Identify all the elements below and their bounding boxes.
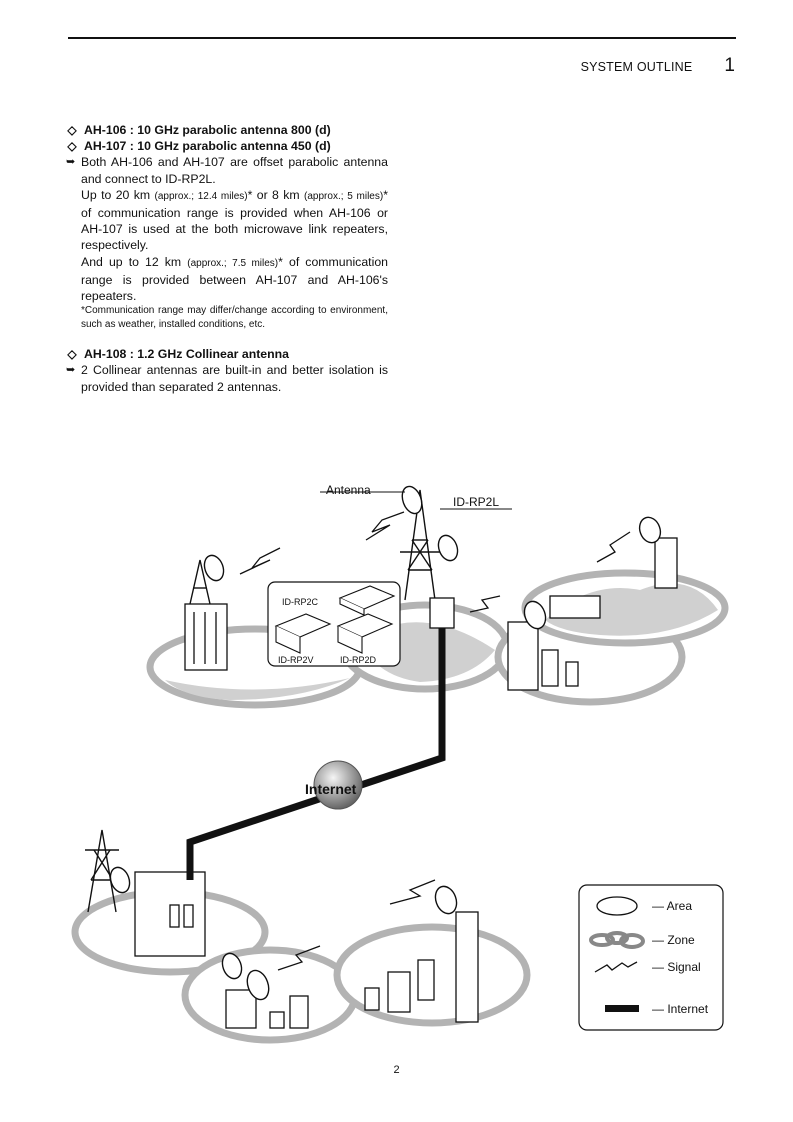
antenna-dish-icons: [109, 485, 662, 1001]
label-idrp2l: ID-RP2L: [453, 495, 499, 509]
paragraph-ah108: ➥ 2 Collinear antennas are built-in and …: [66, 362, 388, 394]
arrow-bullet-icon: ➥: [66, 364, 76, 377]
text: * of communication range is provided bet…: [81, 254, 388, 304]
text-small: (approx.; 12.4 miles): [154, 190, 248, 202]
text-small: (approx.; 5 miles): [304, 190, 384, 202]
paragraph-body: Both AH-106 and AH-107 are offset parabo…: [81, 154, 388, 332]
legend-internet: — Internet: [652, 1002, 709, 1016]
text-column: ◇ AH-106 : 10 GHz parabolic antenna 800 …: [66, 122, 388, 395]
header-rule: [68, 37, 736, 39]
diamond-bullet-icon: ◇: [67, 347, 77, 362]
paragraph-body: 2 Collinear antennas are built-in and be…: [81, 363, 388, 394]
text: * of communication range is provided whe…: [81, 187, 388, 253]
paragraph-ah106-ah107: ➥ Both AH-106 and AH-107 are offset para…: [66, 154, 388, 332]
text: * or 8 km: [247, 187, 305, 202]
signal-symbol: [594, 961, 638, 973]
legend-area: — Area: [652, 899, 692, 913]
towers: [85, 489, 440, 913]
legend-signal: — Signal: [652, 960, 701, 974]
diamond-bullet-icon: ◇: [67, 139, 77, 154]
ah108-heading-text: AH-108 : 1.2 GHz Collinear antenna: [84, 347, 290, 362]
ah107-heading-text: AH-107 : 10 GHz parabolic antenna 450 (d…: [84, 139, 331, 154]
area-symbol: [596, 896, 638, 916]
ah106-heading-text: AH-106 : 10 GHz parabolic antenna 800 (d…: [84, 123, 331, 137]
diamond-bullet-icon: ◇: [67, 123, 77, 137]
label-idrp2c: ID-RP2C: [282, 597, 319, 607]
text-small: (approx.; 7.5 miles): [187, 257, 279, 269]
paragraph-line: Up to 20 km (approx.; 12.4 miles)* or 8 …: [81, 187, 388, 254]
section-number: 1: [724, 55, 735, 76]
section-title: SYSTEM OUTLINE: [580, 60, 693, 74]
ah107-heading: ◇ AH-107 : 10 GHz parabolic antenna 450 …: [66, 138, 388, 154]
paragraph-line: And up to 12 km (approx.; 7.5 miles)* of…: [81, 254, 388, 305]
page-number: 2: [393, 1064, 400, 1076]
label-idrp2d: ID-RP2D: [340, 655, 377, 665]
label-idrp2v: ID-RP2V: [278, 655, 314, 665]
globe-icon: [313, 760, 363, 810]
buildings: [134, 537, 678, 1029]
page-header: SYSTEM OUTLINE 1: [581, 55, 735, 77]
repeater-units: [274, 585, 396, 654]
text: Up to 20 km: [81, 187, 155, 202]
legend-zone: — Zone: [652, 933, 695, 947]
signal-bolt-icons: [239, 511, 631, 971]
idrp2l-unit: [429, 597, 455, 629]
paragraph-line: Both AH-106 and AH-107 are offset parabo…: [81, 155, 388, 186]
text: And up to 12 km: [81, 254, 188, 269]
internet-link: [186, 628, 446, 880]
label-internet: Internet: [305, 781, 357, 797]
ah106-heading: ◇ AH-106 : 10 GHz parabolic antenna 800 …: [66, 122, 388, 138]
label-antenna: Antenna: [326, 483, 371, 497]
ah108-heading: ◇ AH-108 : 1.2 GHz Collinear antenna: [66, 346, 388, 362]
zone-symbol: [589, 931, 645, 949]
footnote: *Communication range may differ/change a…: [81, 305, 388, 331]
internet-symbol: [605, 1005, 639, 1012]
system-diagram: Antenna ID-RP2L ID-RP2C ID-RP2V ID-RP2D …: [71, 483, 729, 1044]
arrow-bullet-icon: ➥: [66, 156, 76, 169]
legend: — Area — Zone — Signal — Internet: [578, 884, 724, 1031]
